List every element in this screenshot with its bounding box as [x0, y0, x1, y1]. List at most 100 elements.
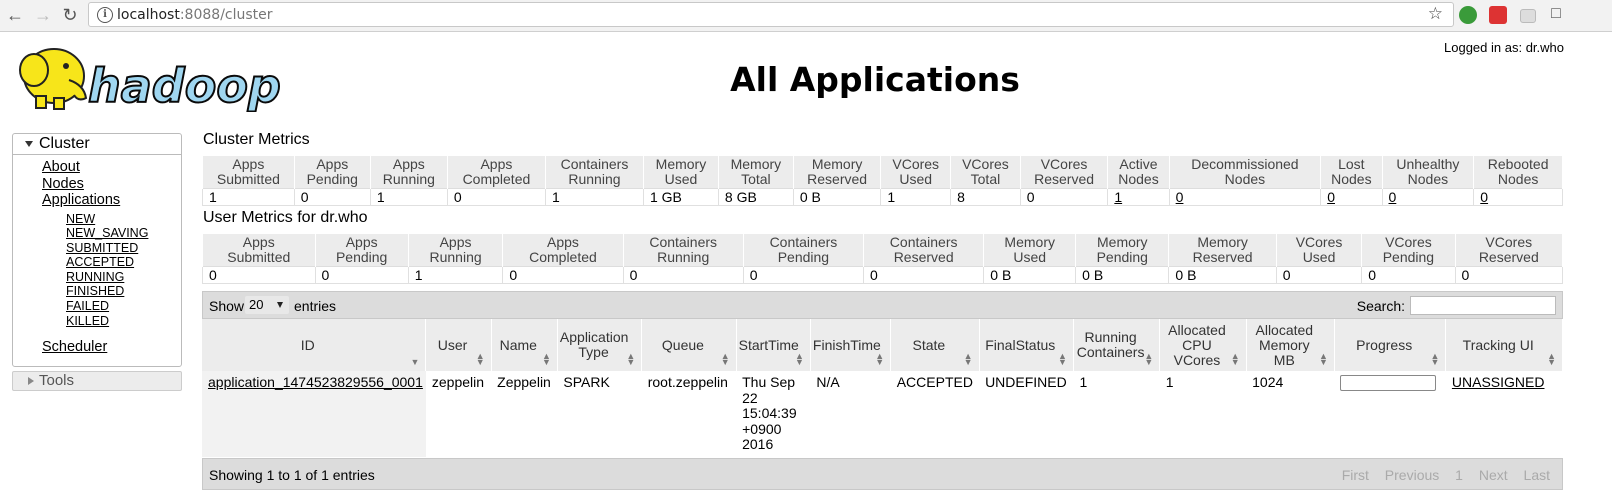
column-header-label: Application Type [559, 329, 629, 360]
cluster-metric-value-text[interactable]: 0 [1327, 189, 1335, 205]
sort-icon: ▲▼ [475, 351, 485, 367]
pager-previous-button[interactable]: Previous [1384, 466, 1440, 483]
search-input[interactable] [1410, 296, 1556, 315]
cluster-metric-value[interactable]: 0 [1168, 188, 1321, 206]
cluster-metric-value[interactable]: 1 [1107, 188, 1170, 206]
cell-text: SPARK [563, 374, 610, 390]
pager-last-button[interactable]: Last [1523, 466, 1550, 483]
column-header[interactable]: Running Containers▲▼ [1073, 319, 1161, 371]
column-header[interactable]: Progress▲▼ [1334, 319, 1447, 371]
cluster-metric-header-line: Memory [811, 156, 863, 172]
sidebar-state-accepted[interactable]: ACCEPTED [66, 255, 135, 269]
tracking-ui-link[interactable]: UNASSIGNED [1451, 374, 1545, 390]
info-icon[interactable]: i [97, 7, 113, 23]
pager-next-button[interactable]: Next [1478, 466, 1508, 483]
sidebar-state-submitted[interactable]: SUBMITTED [66, 241, 139, 255]
column-header[interactable]: Allocated CPU VCores▲▼ [1159, 319, 1247, 371]
user-metric-value: 0 [1361, 266, 1456, 284]
user-metric-header-line: Reserved [1478, 249, 1539, 265]
sort-icon: ▲▼ [720, 351, 730, 367]
cell-state: ACCEPTED [891, 371, 979, 457]
user-metric-value: 0 B [983, 266, 1076, 284]
user-metric-value-text: 0 [1368, 267, 1377, 283]
cell-text: root.zeppelin [647, 374, 728, 390]
column-header[interactable]: FinishTime▲▼ [810, 319, 892, 371]
user-metric-value: 0 [502, 266, 624, 284]
user-metric-header-line: Containers [889, 234, 958, 250]
column-header[interactable]: Name▲▼ [491, 319, 558, 371]
column-header[interactable]: Application Type▲▼ [557, 319, 643, 371]
cell-running-containers: 1 [1073, 371, 1159, 457]
cluster-metric-header-line: Decommissioned [1191, 156, 1299, 172]
sidebar-state-running[interactable]: RUNNING [66, 270, 125, 284]
column-header[interactable]: FinalStatus▲▼ [979, 319, 1074, 371]
user-metric-value-text: 0 [629, 267, 638, 283]
cluster-metric-value[interactable]: 0 [1473, 188, 1563, 206]
column-header-label: Tracking UI [1462, 336, 1534, 353]
cluster-metric-header-line: Active [1119, 156, 1158, 172]
tools-menu[interactable]: Tools [12, 371, 182, 391]
column-header[interactable]: User▲▼ [425, 319, 492, 371]
forward-icon[interactable]: → [34, 5, 52, 25]
extension-green-icon[interactable] [1459, 6, 1477, 24]
cast-icon[interactable] [1520, 9, 1536, 23]
user-metric-header-line: Apps [345, 234, 378, 250]
user-metric-header-line: Reserved [893, 249, 954, 265]
cluster-menu-header[interactable]: Cluster [13, 134, 181, 155]
address-bar[interactable]: i localhost:8088/cluster ☆ [88, 2, 1454, 27]
sidebar-link-scheduler[interactable]: Scheduler [42, 339, 108, 355]
page-size-select[interactable]: 20 [245, 296, 289, 314]
application-id-link[interactable]: application_1474523829556_0001 [208, 374, 423, 390]
sidebar-link-about[interactable]: About [42, 159, 80, 175]
column-header[interactable]: Allocated Memory MB▲▼ [1246, 319, 1335, 371]
cluster-metric-value-text[interactable]: 0 [1480, 189, 1489, 205]
column-header-label: Name [499, 336, 537, 353]
cluster-metric-value: 1 [202, 188, 295, 206]
user-metric-value-text: 0 B [990, 267, 1012, 283]
sidebar-state-new-saving[interactable]: NEW_SAVING [66, 226, 149, 240]
sidebar-state-new[interactable]: NEW [66, 212, 96, 226]
bookmark-star-icon[interactable]: ☆ [1427, 4, 1443, 23]
cluster-metric-value-text[interactable]: 0 [1388, 189, 1397, 205]
back-icon[interactable]: ← [6, 5, 24, 25]
column-header[interactable]: Queue▲▼ [641, 319, 737, 371]
sort-icon: ▲▼ [541, 351, 551, 367]
pager-first-button[interactable]: First [1341, 466, 1369, 483]
cluster-menu: Cluster About Nodes Applications NEW NEW… [12, 133, 182, 367]
reload-icon[interactable]: ↻ [62, 5, 78, 25]
column-header[interactable]: State▲▼ [890, 319, 980, 371]
cluster-metric-value[interactable]: 0 [1320, 188, 1382, 206]
search-label: Search: [1356, 298, 1405, 314]
cluster-metric-value-text[interactable]: 1 [1114, 189, 1123, 205]
sidebar-link-nodes[interactable]: Nodes [42, 176, 84, 192]
column-header[interactable]: ID▼ [202, 319, 427, 371]
sidebar-state-failed[interactable]: FAILED [66, 299, 110, 313]
cell-type: SPARK [557, 371, 641, 457]
cell-queue: root.zeppelin [642, 371, 736, 457]
column-header[interactable]: StartTime▲▼ [736, 319, 811, 371]
column-header[interactable]: Tracking UI▲▼ [1445, 319, 1563, 371]
pager-page-1-button[interactable]: 1 [1455, 466, 1463, 483]
cluster-metric-header-line: Memory [655, 156, 707, 172]
user-metric-header-line: Pending [335, 249, 388, 265]
cluster-metric-value-text[interactable]: 0 [1175, 189, 1184, 205]
sidebar-link-applications[interactable]: Applications [42, 192, 121, 208]
cell-text: zeppelin [431, 374, 485, 390]
sidebar-state-finished[interactable]: FINISHED [66, 284, 125, 298]
sort-icon: ▲▼ [875, 351, 885, 367]
user-metric-header-line: Memory [1197, 234, 1248, 250]
sidebar-state-killed[interactable]: KILLED [66, 314, 110, 328]
cluster-metric-value-text: 1 [551, 189, 560, 205]
page-title: All Applications [730, 60, 1020, 99]
extension-icon[interactable]: □ [1551, 5, 1561, 22]
user-metric-header-line: Running [657, 249, 710, 265]
extension-red-icon[interactable] [1489, 6, 1507, 24]
cluster-metric-value[interactable]: 0 [1381, 188, 1474, 206]
cluster-metric-header-line: VCores [892, 156, 940, 172]
